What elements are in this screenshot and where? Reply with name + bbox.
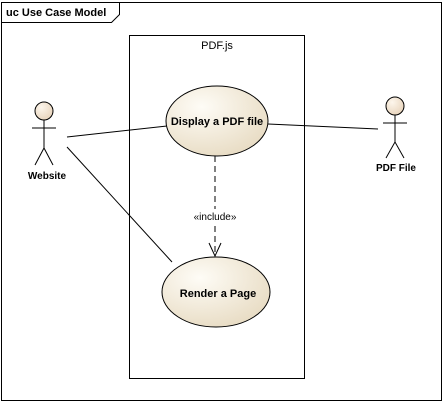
actor-pdf-file[interactable]: PDF File: [376, 96, 416, 174]
association-display-pdffile: [267, 123, 379, 130]
association-website-display: [66, 125, 168, 138]
actor-website-head: [34, 101, 54, 121]
frame-title-tab: [1, 2, 120, 23]
system-boundary-label: PDF.js: [201, 40, 233, 52]
actor-pdf-file-head: [385, 96, 405, 116]
usecase-render-page-label: Render a Page: [180, 288, 256, 300]
include-label-bg: [189, 209, 241, 223]
actor-website-label: Website: [28, 171, 67, 182]
actor-website[interactable]: Website: [28, 101, 67, 182]
frame-title: uc Use Case Model: [6, 7, 106, 19]
actor-pdf-file-label: PDF File: [376, 163, 416, 174]
usecase-render-page[interactable]: Render a Page: [161, 256, 271, 328]
include-label: «include»: [194, 212, 237, 223]
association-website-render: [66, 146, 173, 263]
usecase-display-pdf[interactable]: Display a PDF file: [165, 85, 269, 157]
usecase-display-pdf-label: Display a PDF file: [171, 116, 263, 128]
include-arrowhead: [208, 242, 222, 258]
